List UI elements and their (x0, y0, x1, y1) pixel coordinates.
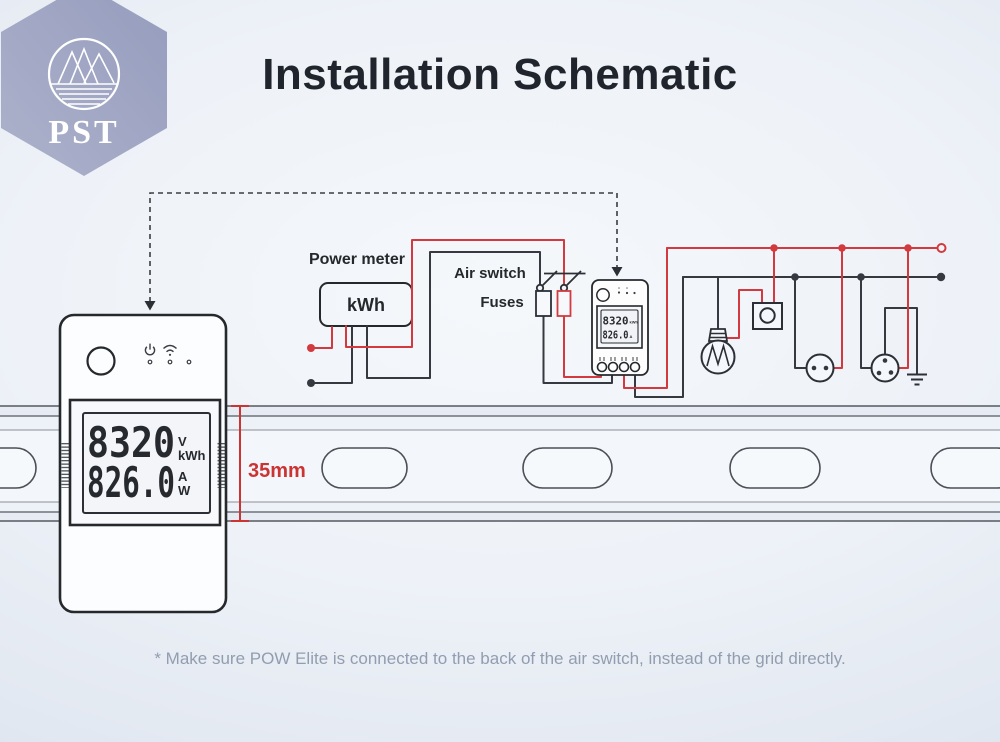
live-bus-end (936, 243, 947, 253)
air-switch-label: Air switch (454, 265, 526, 282)
mini-terminal-marks (599, 357, 638, 361)
logo-mountains-icon (47, 37, 121, 111)
rail-clips (61, 442, 226, 488)
live-wires (307, 239, 947, 389)
rail-slots (0, 447, 1000, 489)
led-indicators (147, 359, 192, 365)
wall-switch-icon (752, 302, 783, 330)
power-icon (144, 343, 156, 356)
rail-slot (0, 447, 37, 489)
neutral-bus-end (936, 272, 946, 282)
power-meter-label: Power meter (309, 251, 405, 268)
device-button (86, 346, 116, 376)
lcd-line1: 8320 (87, 418, 175, 467)
neutral-input-terminal (307, 379, 315, 387)
rail-slot (522, 447, 613, 489)
rail-slot (321, 447, 408, 489)
wire-junction (838, 244, 846, 252)
dimension-35mm: 35mm (231, 405, 306, 522)
mini-terminals (596, 361, 641, 373)
ground-icon (907, 373, 927, 386)
wire-junction (857, 273, 865, 281)
wire-junction (791, 273, 799, 281)
air-switch: Air switch Fuses (454, 265, 586, 317)
lcd-display: 8320 V kWh 826.0 A W (68, 398, 222, 527)
lcd-line1-unit-top: V (178, 434, 187, 449)
live-input-terminal (307, 344, 315, 352)
fuse-live (556, 290, 572, 317)
rail-slot (729, 447, 821, 489)
mini-lcd-line1-unit: kWh (630, 320, 639, 325)
power-meter: Power meter kWh (309, 251, 413, 327)
socket-three-pin-icon (870, 353, 900, 383)
arrow-down-icon (144, 301, 156, 311)
rail-slot (930, 447, 1000, 489)
wire-junction (770, 244, 778, 252)
lcd-line2-unit-bottom: W (178, 483, 191, 498)
wifi-icon (163, 344, 177, 356)
wire-junction (904, 244, 912, 252)
dashed-connector (144, 192, 623, 311)
neutral-wires (307, 251, 946, 398)
pow-elite-device: 8320 V kWh 826.0 A W (58, 313, 228, 614)
logo-hexagon (1, 0, 167, 176)
arrow-down-icon (611, 267, 623, 277)
fuses-label: Fuses (480, 294, 523, 311)
socket-two-pin-icon (805, 353, 835, 383)
lcd-line2: 826.0 (87, 458, 175, 507)
lcd-line2-unit-top: A (178, 469, 188, 484)
air-switch-symbol (535, 270, 586, 293)
rail-dimension-label: 35mm (248, 460, 306, 482)
page-title: Installation Schematic (262, 50, 738, 99)
footnote: * Make sure POW Elite is connected to th… (154, 649, 846, 668)
mini-led-indicators (617, 287, 636, 295)
mini-lcd-line2-unit: A (630, 334, 633, 339)
lcd-line1-unit-bottom: kWh (178, 448, 206, 463)
fuse-neutral (535, 290, 552, 317)
mini-pow-device: 8320 kWh 826.0 A (591, 279, 649, 376)
mini-lcd: 8320 kWh 826.0 A (596, 305, 643, 349)
mini-device-button (596, 288, 610, 302)
mini-lcd-line1: 8320 (603, 316, 629, 328)
pst-logo: PST (1, 0, 167, 176)
mini-lcd-line2: 826.0 (603, 330, 629, 342)
logo-text: PST (48, 114, 119, 151)
power-meter-unit: kWh (347, 295, 385, 315)
light-bulb-icon (700, 328, 736, 375)
